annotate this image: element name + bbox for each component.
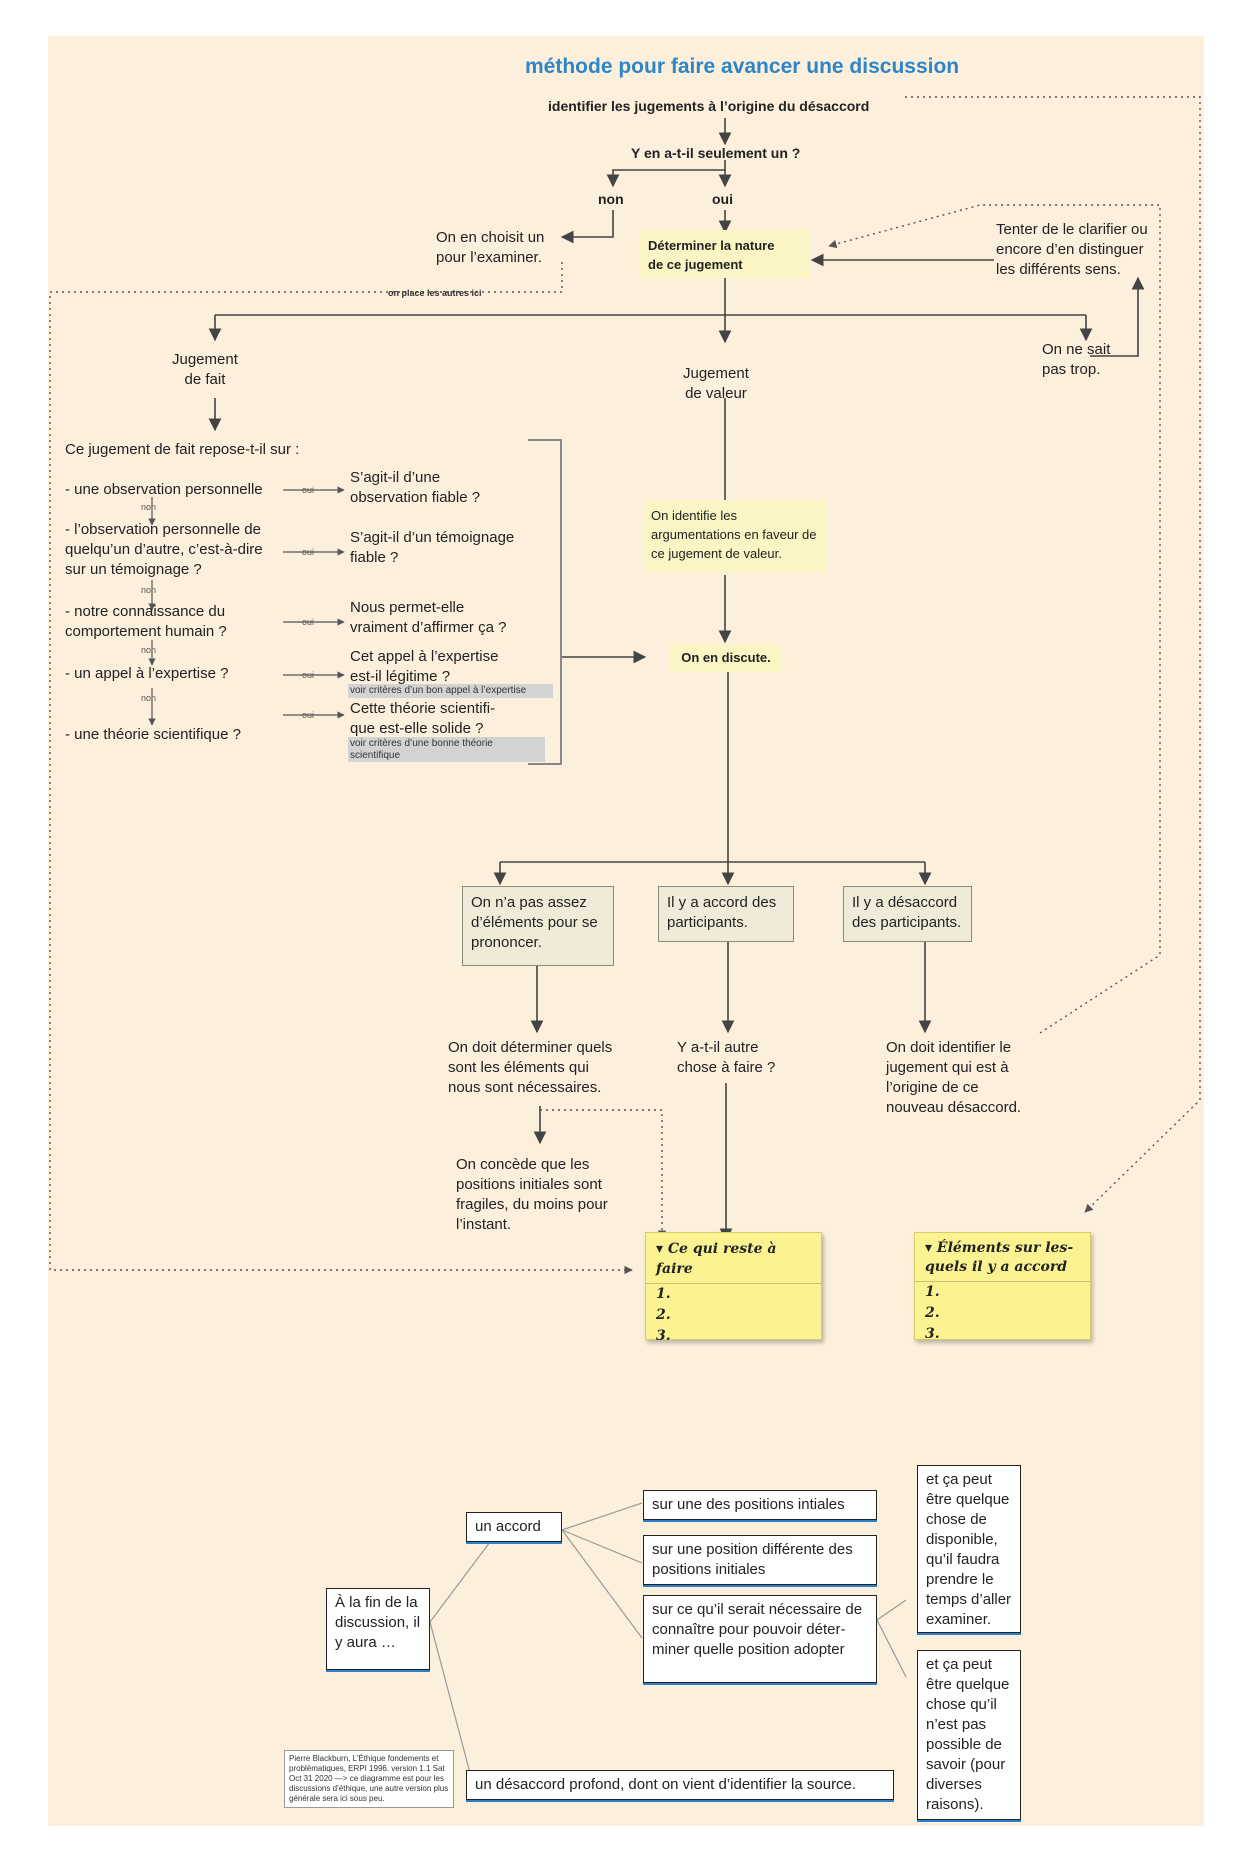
tree-start-to-agree bbox=[429, 1533, 497, 1623]
triangle-down-icon: ▾ bbox=[925, 1240, 937, 1256]
check-theory: Cette théorie scientifi-que est-elle sol… bbox=[350, 700, 496, 737]
resource-available: et ça peut être quelque chose de disponi… bbox=[917, 1465, 1021, 1633]
tree-agree-to-a1 bbox=[561, 1502, 643, 1531]
note-agreement-item: 1. bbox=[925, 1284, 940, 1300]
note-agreement: ▾ Éléments sur les-quels il y a accord 1… bbox=[914, 1232, 1091, 1342]
note-todo-header[interactable]: ▾ Ce qui reste à faire bbox=[646, 1233, 821, 1284]
oui-label: oui bbox=[302, 547, 315, 557]
criteria-expertise-link[interactable]: voir critères d’un bon appel à l’experti… bbox=[348, 684, 553, 698]
tree-a3-to-r1 bbox=[876, 1599, 907, 1621]
tree-agree-to-a3 bbox=[561, 1529, 643, 1639]
criteria-theory-link[interactable]: voir critères d’une bonne théorie scient… bbox=[348, 737, 545, 762]
non-label: non bbox=[141, 693, 157, 703]
dotted-place-others bbox=[49, 262, 633, 1275]
arrow-non-to-choose bbox=[560, 210, 614, 244]
arrow-question-split bbox=[606, 160, 726, 188]
outcome-not-enough: On n’a pas assez d’éléments pour se pron… bbox=[462, 886, 614, 966]
discuss-box: On en discute. bbox=[670, 644, 782, 672]
fact-item-expertise: - un appel à l’expertise ? bbox=[65, 665, 229, 682]
end-start-box: À la fin de la discussion, il y aura … bbox=[326, 1588, 430, 1670]
question-only-one: Y en a-t-il seulement un ? bbox=[631, 145, 801, 161]
oui-label: oui bbox=[302, 485, 315, 495]
fact-question: Ce jugement de fait repose-t-il sur : bbox=[65, 441, 300, 458]
credit-note: Pierre Blackburn, L’Éthique fondements e… bbox=[284, 1750, 454, 1808]
note-todo-item: 2. bbox=[656, 1307, 671, 1323]
identify-arguments-box: On identifie les argumentations en faveu… bbox=[643, 500, 828, 572]
outcome-agreement: Il y a accord des participants. bbox=[658, 886, 794, 942]
end-agreement-box: un accord bbox=[466, 1512, 562, 1542]
oui-label: oui bbox=[302, 670, 315, 680]
end-disagreement-box: un désaccord profond, dont on vient d’id… bbox=[466, 1770, 894, 1800]
non-label: non bbox=[141, 645, 157, 655]
fact-item-observation: - une observation personnelle bbox=[65, 481, 263, 498]
oui-label: oui bbox=[302, 617, 315, 627]
note-todo-item: 1. bbox=[656, 1286, 671, 1302]
agreement-option-3: sur ce qu’il serait nécessaire de connaî… bbox=[643, 1595, 877, 1683]
resource-impossible: et ça peut être quelque chose qu’il n’es… bbox=[917, 1650, 1021, 1820]
non-label: non bbox=[141, 585, 157, 595]
tree-agree-to-a2 bbox=[561, 1529, 643, 1564]
note-agreement-item: 2. bbox=[925, 1305, 940, 1321]
note-todo-item: 3. bbox=[656, 1328, 671, 1344]
arrow-notsure-to-clarify bbox=[1090, 276, 1145, 357]
triangle-down-icon: ▾ bbox=[656, 1241, 668, 1257]
label-oui: oui bbox=[712, 191, 733, 207]
oui-label: oui bbox=[302, 710, 315, 720]
dotted-need-to-note bbox=[540, 1109, 667, 1239]
step-identify-judgments: identifier les jugements à l’origine du … bbox=[548, 98, 870, 114]
note-agreement-header[interactable]: ▾ Éléments sur les-quels il y a accord bbox=[915, 1233, 1090, 1282]
outcome-disagreement: Il y a désaccord des participants. bbox=[843, 886, 972, 942]
place-others-label: on place les autres ici bbox=[388, 288, 482, 298]
fact-item-theory: - une théorie scientifique ? bbox=[65, 726, 241, 743]
tree-start-to-disagree bbox=[429, 1621, 475, 1789]
diagram-title: méthode pour faire avancer une discussio… bbox=[525, 55, 960, 78]
tree-a3-to-r2 bbox=[876, 1619, 907, 1678]
note-todo: ▾ Ce qui reste à faire 1. 2. 3. bbox=[645, 1232, 822, 1344]
note-agreement-item: 3. bbox=[925, 1326, 940, 1342]
agreement-option-1: sur une des positions intiales bbox=[643, 1490, 877, 1520]
non-label: non bbox=[141, 502, 157, 512]
agreement-option-2: sur une position différente des position… bbox=[643, 1535, 877, 1585]
bracket bbox=[528, 439, 562, 765]
label-non: non bbox=[598, 191, 624, 207]
